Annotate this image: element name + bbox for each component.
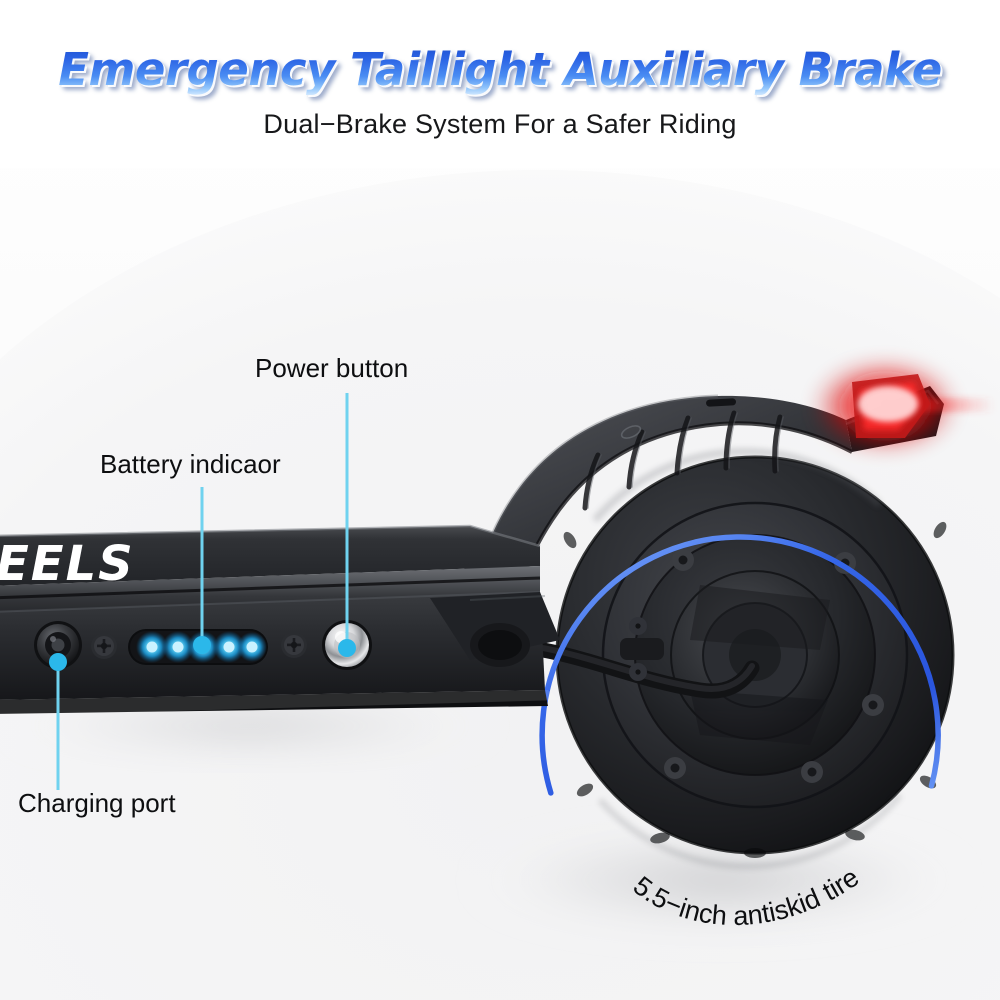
deck-screw-left [91,633,117,659]
scooter-deck: EELS [0,524,664,714]
deck-screw-right [281,632,307,658]
cable-grommet [470,623,530,667]
cable-clamp [620,617,664,681]
power-button [322,620,372,670]
header-backdrop [0,0,1000,168]
header: Emergency Taillight Auxiliary Brake Dual… [0,0,1000,150]
tire-highlight-arc [539,534,941,796]
callout-label-charging-port: Charging port [18,788,176,818]
tire-annotation-text: 5.5−inch antiskid tire [628,862,865,931]
svg-text:5.5−inch antiskid tire: 5.5−inch antiskid tire [628,862,865,931]
deck-brand-text: EELS [0,536,135,592]
charging-port [34,621,82,669]
battery-led-group [136,631,267,663]
page-title: Emergency Taillight Auxiliary Brake [0,44,1000,96]
page-subtitle: Dual−Brake System For a Safer Riding [263,109,737,139]
wheel-shadow [470,828,970,932]
taillight [813,360,995,452]
tire-annotation-wrap: 5.5−inch antiskid tire [620,800,1000,970]
hub-bolts [664,549,884,783]
callout-label-battery-indicator: Battery indicaor [100,449,281,479]
battery-indicator [128,629,268,665]
tire-annotation-svg: 5.5−inch antiskid tire [628,862,865,931]
deck-shadow [0,700,500,752]
callout-label-power-button: Power button [255,353,409,383]
